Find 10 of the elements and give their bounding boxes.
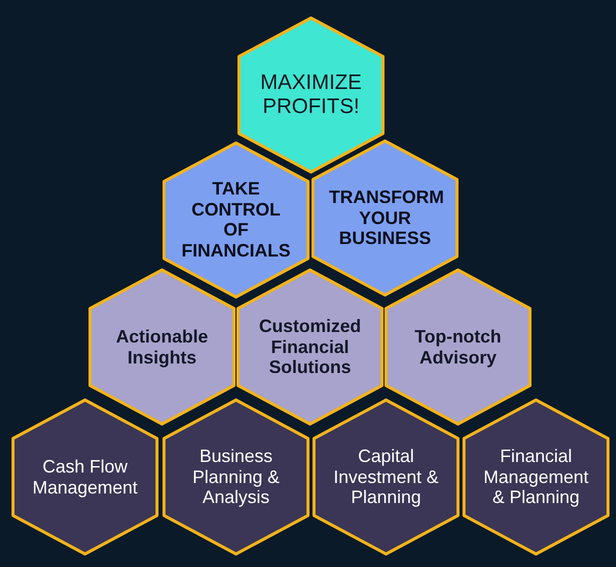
tile-label: TRANSFORM YOUR BUSINESS bbox=[329, 186, 441, 250]
tile-label: MAXIMIZE PROFITS! bbox=[259, 70, 363, 120]
tile-label: Top-notch Advisory bbox=[414, 326, 502, 368]
tile-label: Cash Flow Management bbox=[31, 456, 139, 498]
tile-label: Customized Financial Solutions bbox=[258, 316, 362, 378]
tile-label: Actionable Insights bbox=[114, 326, 209, 368]
tile-label: TAKE CONTROL OF FINANCIALS bbox=[180, 178, 292, 262]
tile-label: Capital Investment & Planning bbox=[332, 446, 440, 508]
tile-label: Financial Management & Planning bbox=[482, 446, 590, 508]
tile-label: Business Planning & Analysis bbox=[191, 446, 281, 508]
